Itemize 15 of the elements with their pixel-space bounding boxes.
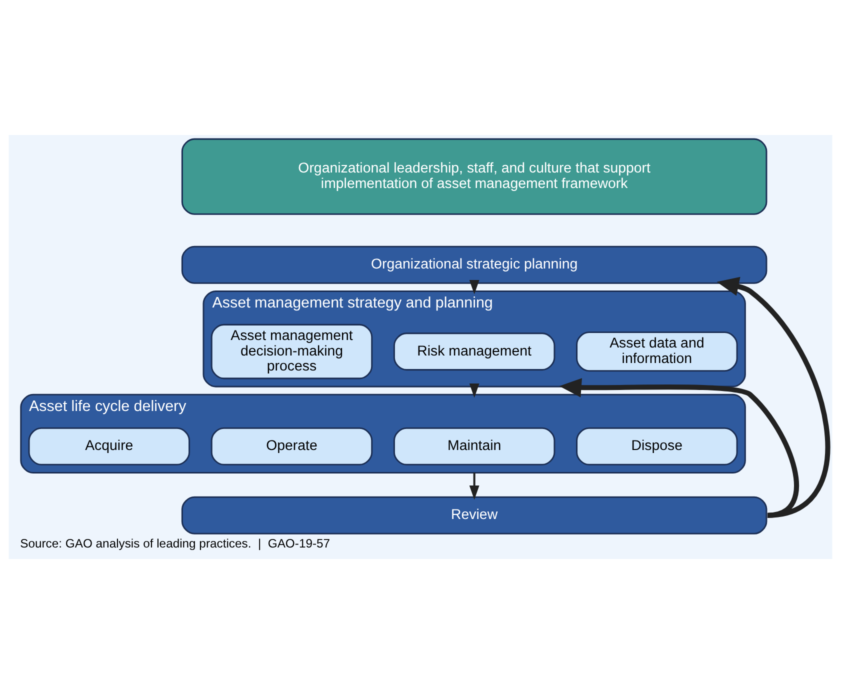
arrow [469, 280, 480, 294]
arrow [469, 472, 480, 500]
node-box: Asset management decision-making process [210, 324, 373, 380]
node-box: Asset data and information [576, 332, 738, 372]
node-box: Risk management [393, 332, 556, 371]
arrow [559, 378, 799, 518]
node-box: Acquire [28, 427, 190, 466]
node-box: Operate [210, 427, 373, 466]
node-box: Maintain [393, 427, 556, 466]
caption: Source: GAO analysis of leading practices. | GAO-19-57 [20, 536, 330, 550]
arrow [716, 276, 830, 518]
arrow [469, 384, 480, 398]
node-box: Organizational leadership, staff, and culture that support implementation of asset management framework [181, 138, 768, 215]
node-box: Review [181, 496, 768, 534]
node-box: Dispose [576, 427, 738, 466]
